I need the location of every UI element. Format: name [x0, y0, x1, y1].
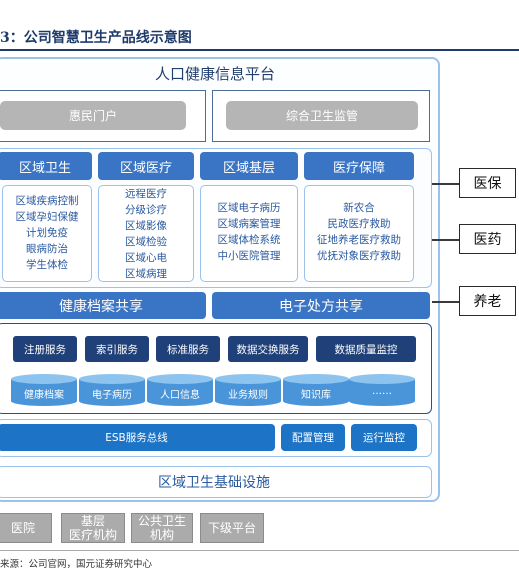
- source-note: 来源：公司官网，国元证券研究中心: [0, 559, 153, 570]
- database-label: 人口信息: [160, 390, 200, 401]
- regional-health-infrastructure: 区域卫生基础设施: [0, 466, 432, 498]
- service-index: 索引服务: [85, 336, 149, 362]
- health-record-sharing-bar: 健康档案共享: [0, 292, 206, 319]
- category-head-medical-security: 医疗保障: [304, 152, 414, 180]
- portal-supervision: 综合卫生监管: [226, 101, 418, 130]
- side-node-pharmacy: 医药: [459, 224, 516, 254]
- list-item: 远程医疗: [125, 188, 167, 200]
- service-data-quality: 数据质量监控: [316, 336, 416, 362]
- platform-title: 人口健康信息平台: [154, 65, 275, 83]
- connector-line: [432, 301, 459, 303]
- database-cylinder: ……: [349, 374, 415, 406]
- database-cylinder: 人口信息: [147, 374, 213, 406]
- source-divider: [0, 550, 519, 551]
- database-label: ……: [372, 386, 392, 397]
- list-item: 学生体检: [26, 259, 68, 271]
- category-list-regional-primary: 区域电子病历 区域病案管理 区域体检系统 中小医院管理: [200, 185, 298, 282]
- list-item: 区域心电: [125, 252, 167, 264]
- portal-huimin: 惠民门户: [0, 101, 186, 130]
- bottom-node-primary-care: 基层 医疗机构: [61, 513, 125, 543]
- list-item: 计划免疫: [26, 227, 68, 239]
- bottom-node-hospital: 医院: [0, 513, 52, 543]
- esb-config-management: 配置管理: [281, 424, 345, 451]
- database-cylinder: 健康档案: [11, 374, 77, 406]
- esb-service-bus: ESB服务总线: [0, 424, 275, 451]
- side-node-elderly-care: 养老: [459, 286, 516, 316]
- database-cylinder: 电子病历: [79, 374, 145, 406]
- category-list-regional-medical: 远程医疗 分级诊疗 区域影像 区域检验 区域心电 区域病理: [98, 185, 194, 282]
- e-prescription-sharing-bar: 电子处方共享: [212, 292, 430, 319]
- list-item: 区域孕妇保健: [15, 211, 79, 223]
- list-item: 区域病理: [125, 268, 167, 280]
- list-item: 眼病防治: [26, 243, 68, 255]
- list-item: 分级诊疗: [125, 204, 167, 216]
- list-item: 区域体检系统: [217, 234, 281, 246]
- category-head-regional-health: 区域卫生: [0, 152, 92, 180]
- list-item: 优抚对象医疗救助: [317, 250, 401, 262]
- figure-title: 3：公司智慧卫生产品线示意图: [0, 30, 192, 46]
- list-item: 区域疾病控制: [15, 195, 79, 207]
- list-item: 民政医疗救助: [327, 218, 391, 230]
- service-registration: 注册服务: [13, 336, 77, 362]
- list-item: 中小医院管理: [217, 250, 281, 262]
- list-item: 区域电子病历: [217, 202, 281, 214]
- database-label: 知识库: [301, 390, 331, 401]
- service-standard: 标准服务: [156, 336, 220, 362]
- bottom-node-sub-platform: 下级平台: [200, 513, 264, 543]
- connector-line: [432, 239, 459, 241]
- connector-line: [432, 183, 459, 185]
- database-cylinder: 业务规则: [215, 374, 281, 406]
- list-item: 征地养老医疗救助: [317, 234, 401, 246]
- category-list-medical-security: 新农合 民政医疗救助 征地养老医疗救助 优抚对象医疗救助: [304, 185, 414, 282]
- side-node-medical-insurance: 医保: [459, 168, 516, 198]
- database-label: 业务规则: [228, 390, 268, 401]
- database-label: 健康档案: [24, 390, 64, 401]
- list-item: 区域影像: [125, 220, 167, 232]
- bottom-node-public-health: 公共卫生 机构: [131, 513, 193, 543]
- database-label: 电子病历: [92, 390, 132, 401]
- esb-runtime-monitor: 运行监控: [351, 424, 417, 451]
- service-data-exchange: 数据交换服务: [228, 336, 308, 362]
- category-list-regional-health: 区域疾病控制 区域孕妇保健 计划免疫 眼病防治 学生体检: [2, 185, 92, 282]
- database-cylinder: 知识库: [283, 374, 349, 406]
- list-item: 区域病案管理: [217, 218, 281, 230]
- category-head-regional-medical: 区域医疗: [98, 152, 194, 180]
- category-head-regional-primary: 区域基层: [200, 152, 298, 180]
- list-item: 新农合: [343, 202, 375, 214]
- title-divider: [0, 49, 519, 51]
- list-item: 区域检验: [125, 236, 167, 248]
